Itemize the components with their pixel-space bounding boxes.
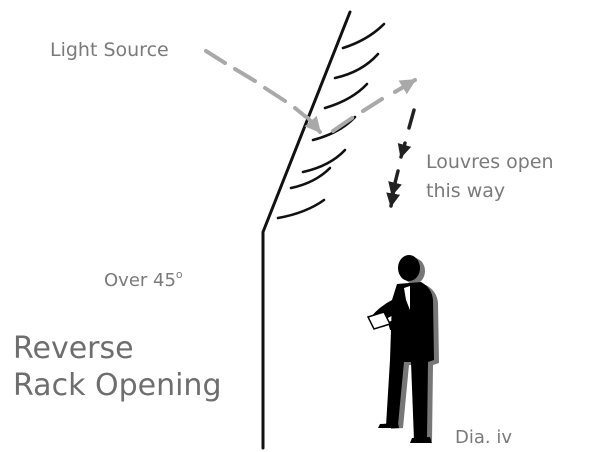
louvre-blade — [333, 52, 380, 80]
angle-value: Over 45 — [104, 270, 176, 291]
title-line2: Rack Opening — [13, 368, 222, 403]
diagram-title: Reverse Rack Opening — [13, 330, 222, 404]
louvres-direction-label: Louvres open this way — [426, 148, 554, 206]
light-ray-incoming — [204, 49, 322, 134]
louvres-label-line1: Louvres open — [426, 151, 554, 173]
figure-number-label: Dia. iv — [455, 427, 512, 448]
angle-label: Over 45o — [104, 268, 183, 291]
wall-line — [261, 10, 352, 450]
louvres-label-line2: this way — [426, 180, 506, 202]
louvre-blades — [276, 22, 386, 220]
louvre-direction-arrow — [386, 108, 416, 208]
louvre-blade — [341, 22, 386, 50]
light-ray-reflected — [331, 78, 417, 133]
person-icon — [366, 255, 439, 443]
louvre-blade — [289, 166, 332, 190]
louvre-blade — [301, 148, 347, 174]
degree-symbol: o — [175, 268, 183, 281]
louvre-blade — [323, 82, 369, 110]
title-line1: Reverse — [13, 331, 134, 366]
light-source-label: Light Source — [50, 39, 169, 61]
louvre-blade — [276, 198, 326, 220]
